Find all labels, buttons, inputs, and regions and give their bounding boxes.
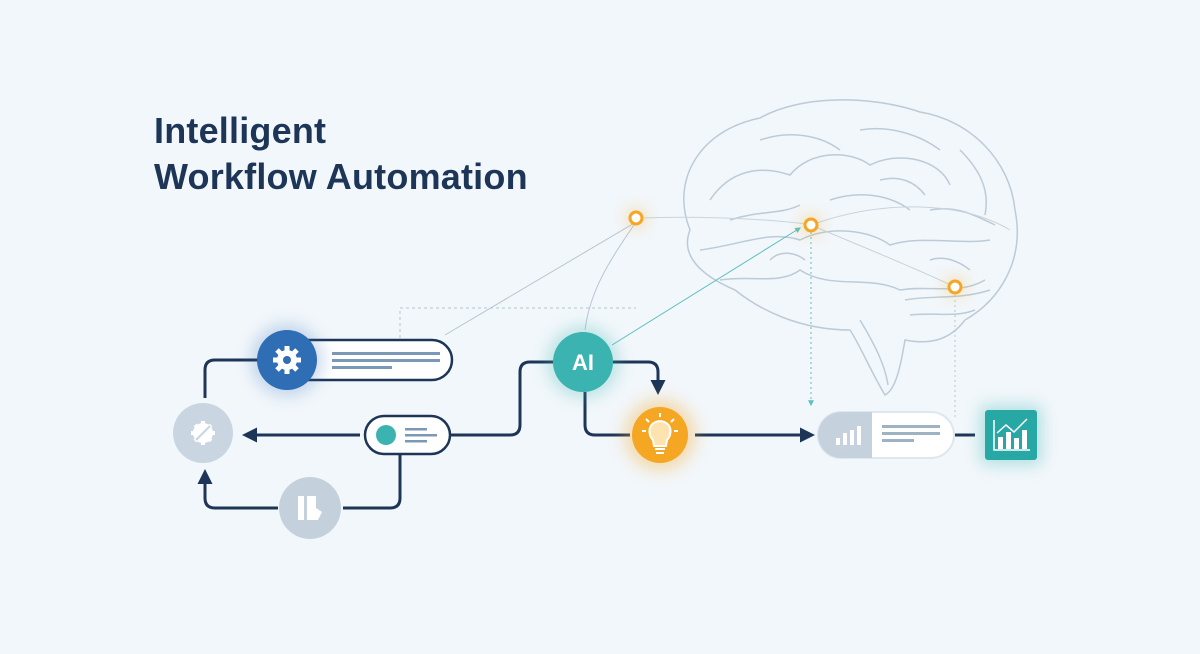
- status-card[interactable]: [363, 414, 452, 456]
- process-node[interactable]: [173, 403, 233, 463]
- bar-chart-icon: [836, 426, 861, 445]
- ai-label: AI: [572, 350, 594, 375]
- node-ring: [947, 279, 963, 295]
- idea-node[interactable]: [624, 399, 696, 471]
- analytics-node[interactable]: [980, 405, 1042, 465]
- growth-chart-icon: [993, 418, 1030, 451]
- gear-icon: [273, 346, 301, 374]
- node-ring: [628, 210, 644, 226]
- flow-lines: [197, 358, 975, 510]
- settings-card[interactable]: [251, 324, 454, 396]
- broken-gear-icon: [191, 421, 215, 445]
- document-node[interactable]: [279, 477, 341, 539]
- neural-connections: [399, 206, 1011, 420]
- page-title: Intelligent Workflow Automation: [154, 108, 528, 200]
- document-icon: [298, 496, 322, 520]
- status-dot: [376, 425, 396, 445]
- ai-node[interactable]: AI: [547, 326, 619, 398]
- title-line-2: Workflow Automation: [154, 156, 528, 197]
- report-card[interactable]: [817, 411, 955, 459]
- title-line-1: Intelligent: [154, 110, 327, 151]
- brain-nodes: [626, 208, 965, 297]
- node-ring: [803, 217, 819, 233]
- lightbulb-icon: [642, 413, 678, 454]
- brain-illustration: [683, 99, 1018, 396]
